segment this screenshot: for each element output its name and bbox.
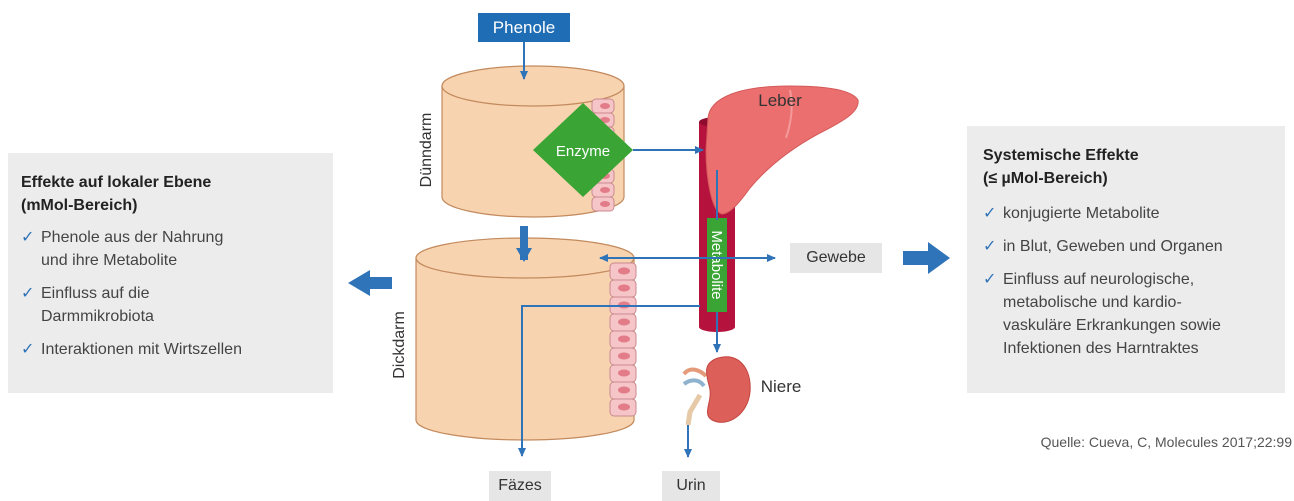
- check-icon: ✓: [983, 202, 996, 225]
- feces-label: Fäzes: [498, 477, 542, 494]
- local-effects-title: Effekte auf lokaler Ebene (mMol-Bereich): [21, 171, 333, 217]
- urine-label: Urin: [676, 477, 705, 494]
- check-icon: ✓: [983, 268, 996, 291]
- local-effects-list: ✓ Phenole aus der Nahrung und ihre Metab…: [21, 226, 333, 361]
- urine-box: Urin: [662, 471, 720, 501]
- check-icon: ✓: [983, 235, 996, 258]
- arrow-left-local: [348, 270, 392, 296]
- liver-label: Leber: [758, 91, 802, 110]
- arrow-right-systemic: [903, 242, 950, 274]
- systemic-effects-list: ✓ konjugierte Metabolite ✓ in Blut, Gewe…: [983, 202, 1285, 360]
- local-effects-panel: Effekte auf lokaler Ebene (mMol-Bereich)…: [8, 153, 333, 393]
- systemic-title-line2: (≤ µMol-Bereich): [983, 170, 1108, 187]
- list-item: ✓ konjugierte Metabolite: [983, 202, 1285, 225]
- large-intestine-nuclei: [618, 268, 630, 411]
- metabolite-label: Metabolite: [708, 230, 725, 299]
- small-intestine-label: Dünndarm: [418, 113, 435, 188]
- large-intestine: [416, 238, 634, 440]
- tissue-box: Gewebe: [790, 243, 882, 273]
- phenole-box: Phenole: [478, 13, 570, 42]
- check-icon: ✓: [21, 226, 34, 249]
- metabolite-tag: Metabolite: [707, 218, 727, 312]
- tissue-label: Gewebe: [806, 249, 866, 266]
- list-item: ✓ Phenole aus der Nahrung und ihre Metab…: [21, 226, 333, 272]
- list-item: ✓ Einfluss auf die Darmmikrobiota: [21, 282, 333, 328]
- feces-box: Fäzes: [489, 471, 551, 501]
- kidney-label: Niere: [761, 377, 802, 396]
- list-item: ✓ Interaktionen mit Wirtszellen: [21, 338, 333, 361]
- local-title-line1: Effekte auf lokaler Ebene: [21, 174, 211, 191]
- systemic-effects-title: Systemische Effekte (≤ µMol-Bereich): [983, 144, 1285, 190]
- list-item: ✓ Einfluss auf neurologische, metabolisc…: [983, 268, 1285, 360]
- systemic-title-line1: Systemische Effekte: [983, 147, 1139, 164]
- check-icon: ✓: [21, 282, 34, 305]
- phenole-label: Phenole: [493, 18, 555, 37]
- local-title-line2: (mMol-Bereich): [21, 197, 137, 214]
- list-item: ✓ in Blut, Geweben und Organen: [983, 235, 1285, 258]
- kidney: [684, 357, 750, 425]
- enzyme-label: Enzyme: [556, 143, 610, 160]
- check-icon: ✓: [21, 338, 34, 361]
- systemic-effects-panel: Systemische Effekte (≤ µMol-Bereich) ✓ k…: [967, 126, 1285, 393]
- large-intestine-label: Dickdarm: [391, 311, 408, 379]
- source-citation: Quelle: Cueva, C, Molecules 2017;22:99: [980, 434, 1292, 450]
